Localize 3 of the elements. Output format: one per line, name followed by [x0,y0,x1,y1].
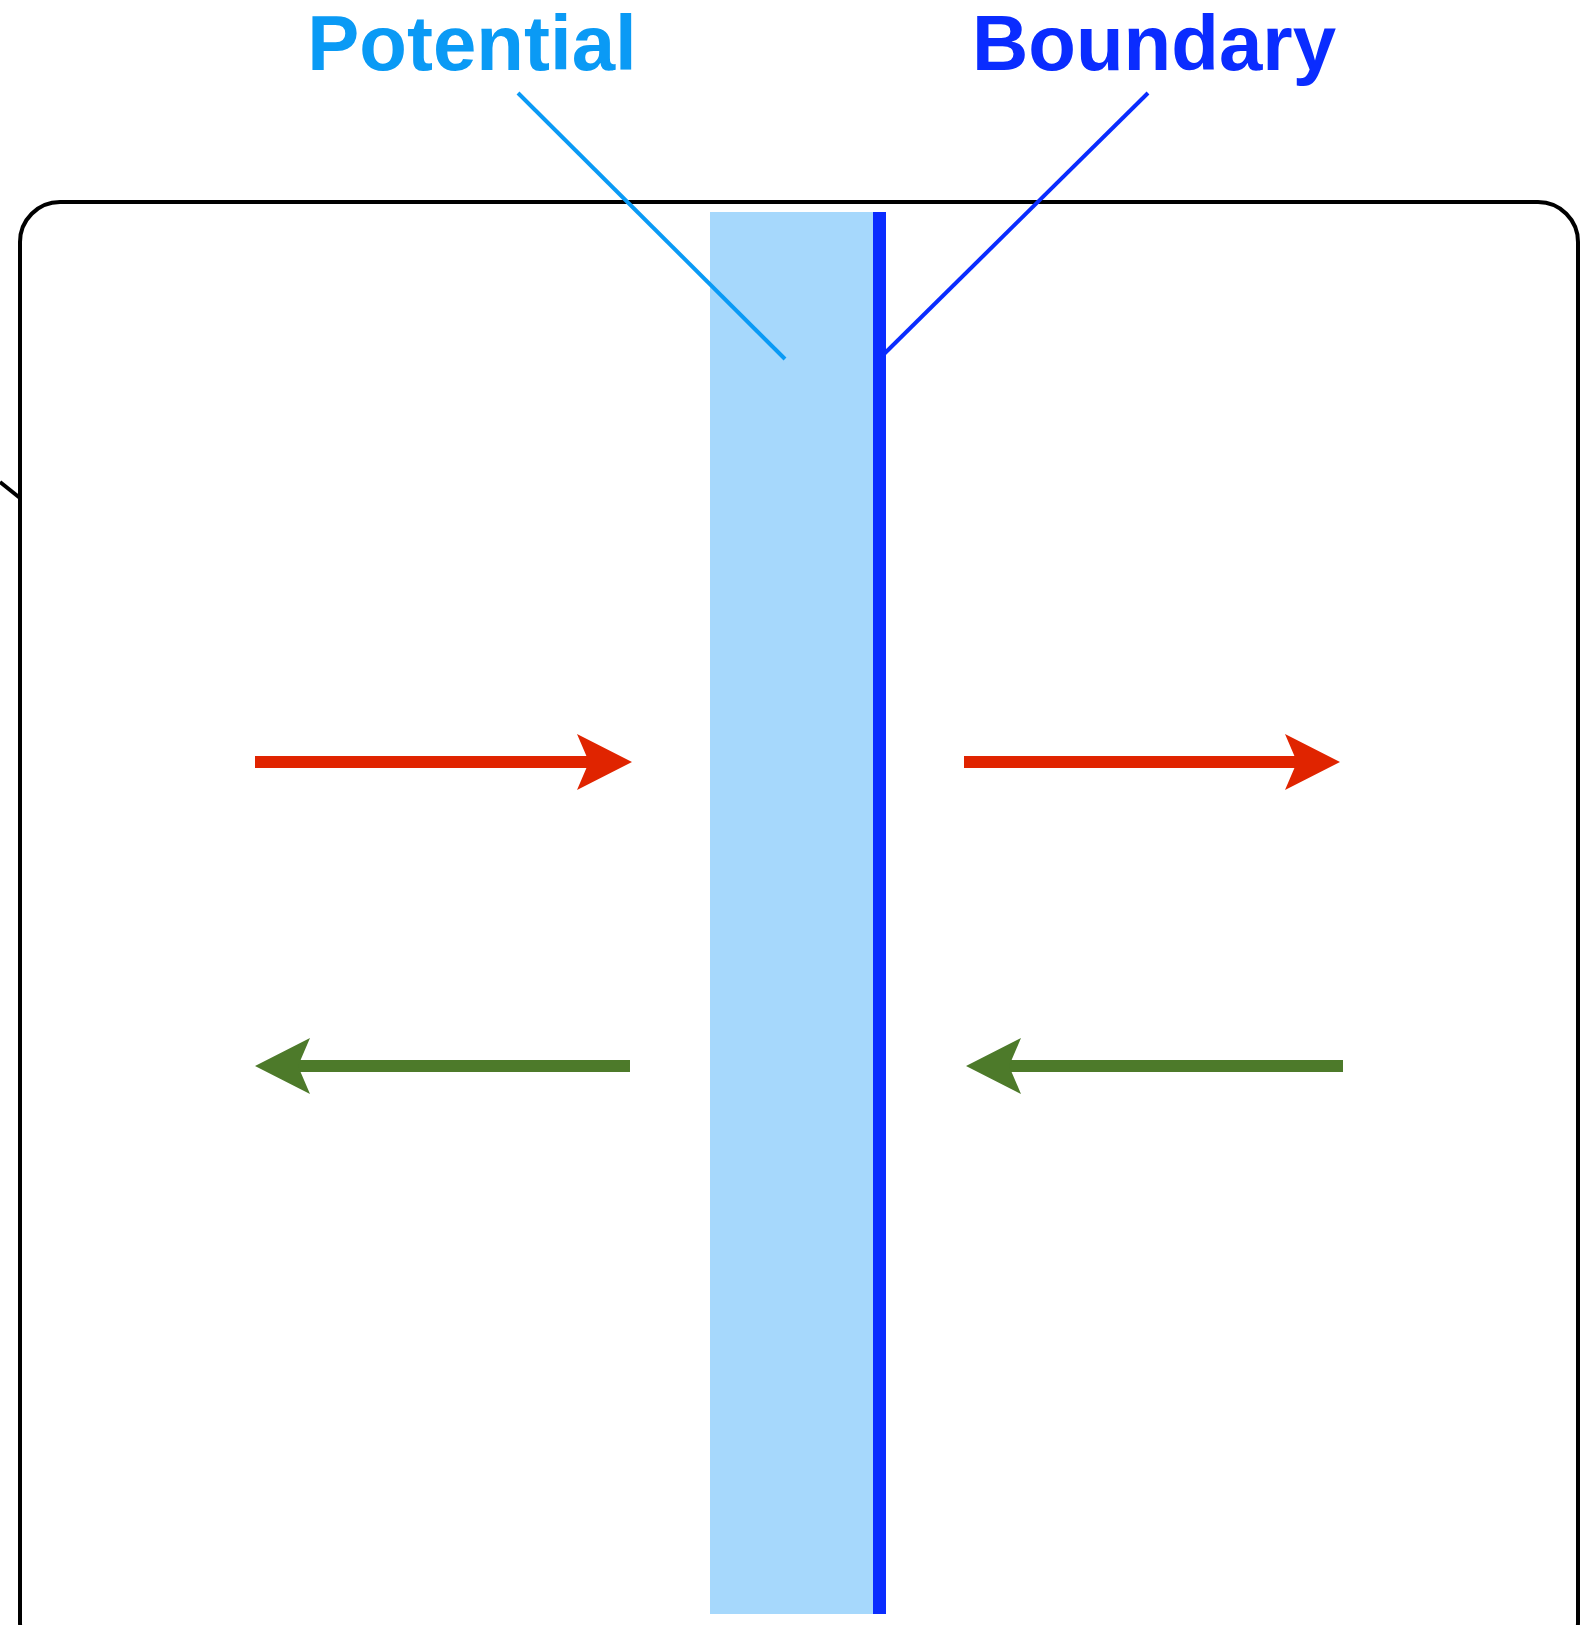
leader-line [516,91,787,361]
region-label: Potential [307,4,637,82]
shaded-band [710,212,873,1614]
